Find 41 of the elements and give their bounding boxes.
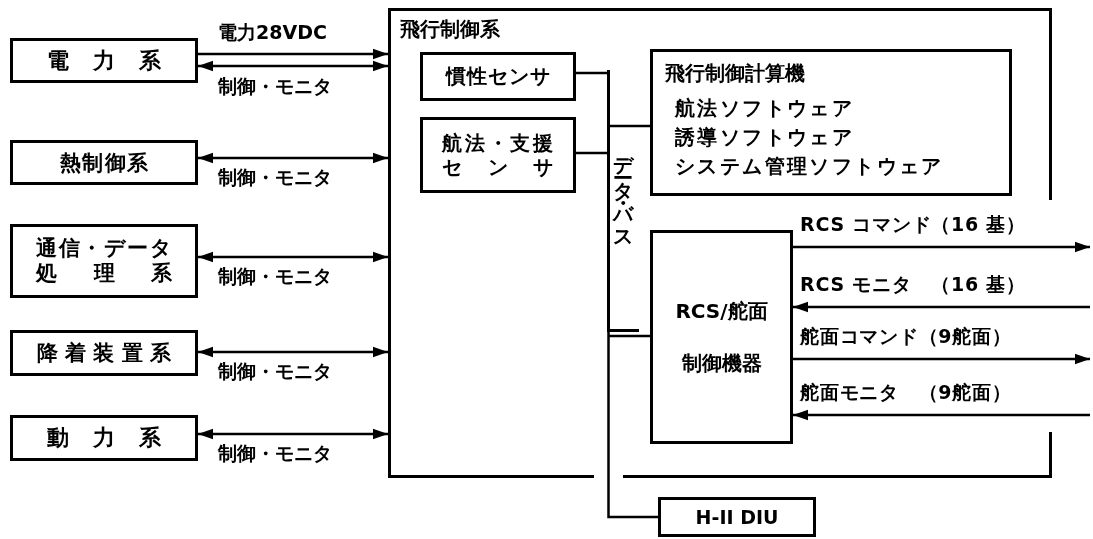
edge-label: 制御・モニタ — [218, 264, 332, 289]
bus-line — [576, 71, 607, 75]
system-box: 通信・データ処理系 — [10, 224, 198, 298]
arrow — [198, 428, 388, 440]
controller-box: RCS/舵面制御機器 — [650, 230, 793, 444]
arrow — [793, 301, 1090, 313]
arrow — [198, 60, 388, 72]
system-box: 電力系 — [10, 38, 198, 83]
arrow — [198, 346, 388, 358]
edge-label: RCS コマンド（16 基） — [800, 212, 1026, 237]
arrow — [793, 409, 1090, 421]
software-item: 誘導ソフトウェア — [675, 124, 855, 151]
system-box: 降着装置系 — [10, 330, 198, 376]
bus-line — [576, 151, 607, 155]
system-box: 熱制御系 — [10, 140, 198, 185]
edge-label: 制御・モニタ — [218, 165, 332, 190]
edge-label: 電力28VDC — [218, 20, 327, 45]
edge-label: 舵面モニタ （9舵面） — [800, 380, 1012, 405]
data-bus: データ・バス — [607, 70, 639, 332]
arrow — [198, 152, 388, 164]
arrow — [793, 353, 1090, 365]
computer-box — [650, 49, 1012, 196]
bus-line — [607, 332, 658, 519]
frame-title: 飛行制御系 — [400, 16, 500, 43]
edge-label: RCS モニタ （16 基） — [800, 272, 1026, 297]
edge-label: 制御・モニタ — [218, 359, 332, 384]
edge-label: 舵面コマンド（9舵面） — [800, 324, 1012, 349]
arrow — [198, 251, 388, 263]
software-item: 航法ソフトウェア — [675, 95, 855, 122]
arrow — [793, 241, 1090, 253]
box-heading: 飛行制御計算機 — [665, 60, 805, 87]
sensor-box: 航法・支援センサ — [420, 117, 576, 193]
sensor-box: 慣性センサ — [420, 52, 576, 101]
edge-label: 制御・モニタ — [218, 74, 332, 99]
edge-label: 制御・モニタ — [218, 441, 332, 466]
interface-box: H-II DIU — [658, 497, 816, 537]
system-box: 動力系 — [10, 415, 198, 461]
software-item: システム管理ソフトウェア — [675, 153, 944, 180]
bus-line — [608, 124, 650, 128]
bus-line — [608, 334, 650, 338]
arrow — [198, 48, 388, 60]
